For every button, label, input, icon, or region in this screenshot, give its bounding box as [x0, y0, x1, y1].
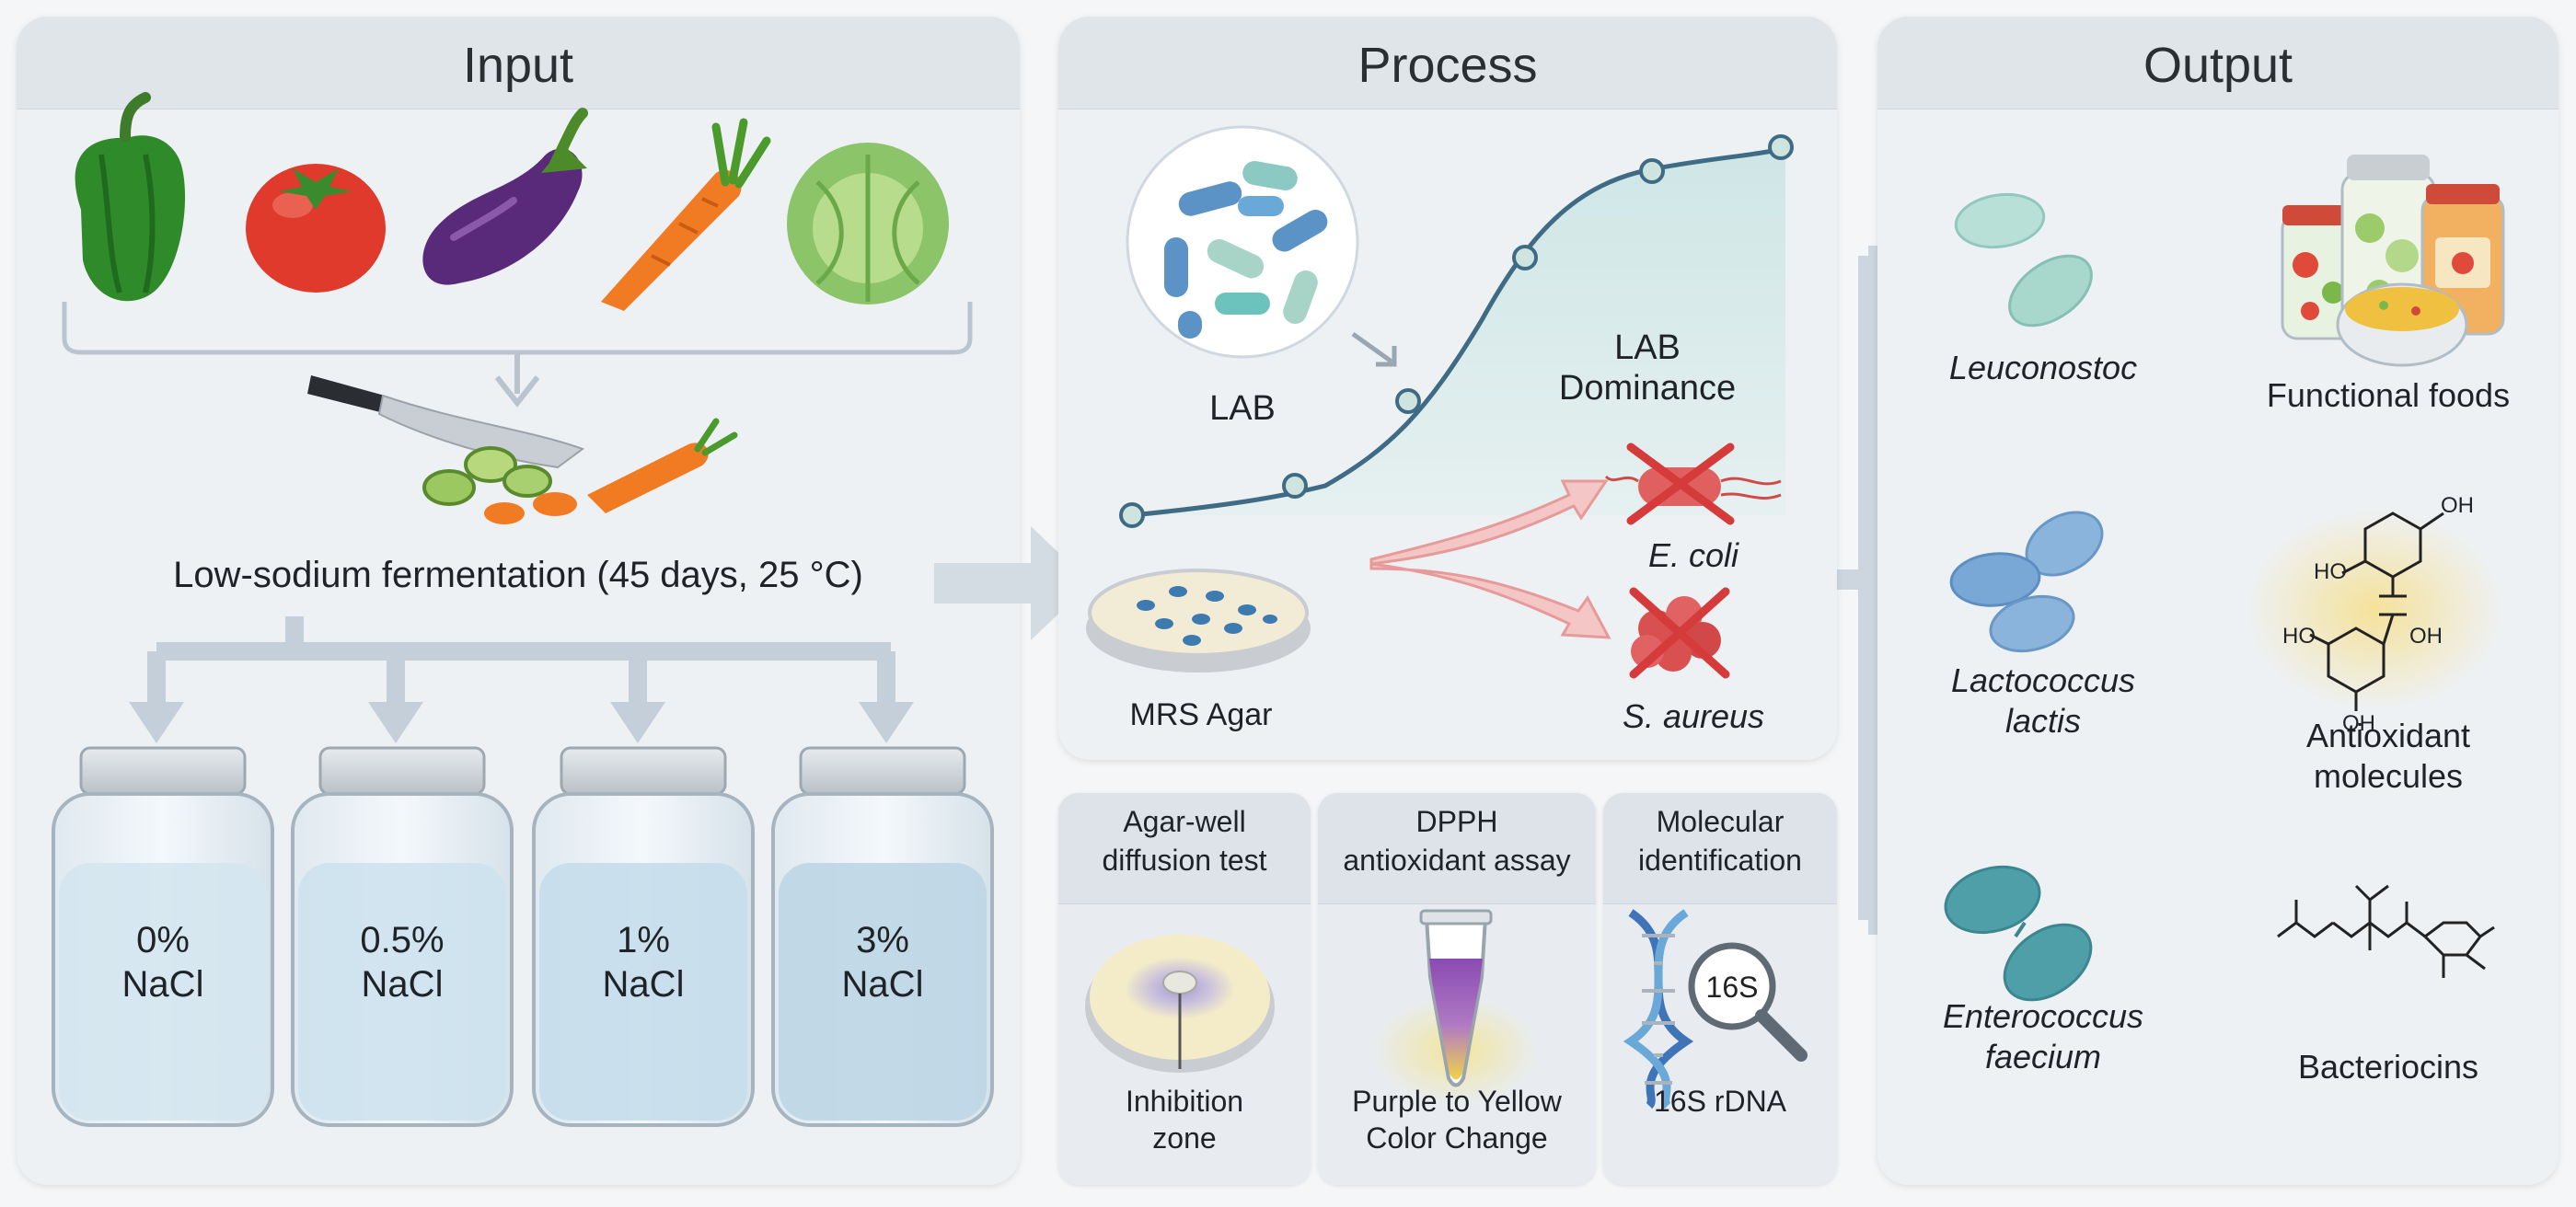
cabbage-icon — [787, 143, 949, 305]
oh-label: HO — [2314, 559, 2347, 584]
jar-salt: NaCl — [602, 964, 685, 1005]
jar-percent: 0.5% — [360, 920, 445, 960]
jar-label-1: 0.5% NaCl — [293, 918, 512, 1006]
input-panel: Input — [17, 17, 1020, 1185]
bracket-down-arrow — [494, 352, 540, 408]
leuconostoc-icon — [1954, 192, 2093, 328]
mrs-agar-dish-icon — [1086, 569, 1311, 672]
output-panel: Output — [1877, 17, 2559, 1185]
process-panel-header: Process — [1058, 17, 1837, 109]
bacterium-label-leuconostoc: Leuconostoc — [1948, 349, 2138, 386]
output-title: Output — [2143, 38, 2293, 93]
lab-arrow — [1351, 331, 1397, 367]
lab-bacteria-icon — [1126, 125, 1359, 359]
product-label-antioxidant: Antioxidant molecules — [2305, 717, 2471, 795]
oh-label: OH — [2409, 624, 2443, 649]
green-pepper-icon — [75, 92, 186, 302]
jar-salt: NaCl — [121, 964, 204, 1005]
jar-label-2: 1% NaCl — [534, 918, 753, 1006]
functional-foods-icon — [2281, 155, 2505, 367]
oh-label: HO — [2282, 624, 2316, 649]
jar-percent: 3% — [856, 920, 909, 960]
output-panel-header: Output — [1877, 17, 2559, 109]
assay-caption: 16S rDNA — [1653, 1085, 1787, 1118]
antioxidant-molecule-icon — [2246, 509, 2503, 711]
oh-label: OH — [2441, 493, 2474, 518]
carrot-icon — [601, 118, 771, 311]
input-panel-header: Input — [17, 17, 1020, 109]
bacterium-label-enterococcus: Enterococcus faecium — [1942, 997, 2144, 1075]
lab-dominance-label: LAB Dominance — [1558, 328, 1737, 408]
process-graphics — [1086, 125, 1794, 679]
e-coli-label: E. coli — [1647, 536, 1739, 574]
assay-caption: Purple to Yellow Color Change — [1352, 1085, 1562, 1155]
vegetable-bracket — [62, 302, 973, 355]
agar-well-dish-icon — [1085, 935, 1275, 1073]
assay-card-dpph: DPPH antioxidant assay Purple to Yellow … — [1318, 793, 1596, 1185]
input-graphics — [52, 92, 994, 1127]
input-title: Input — [462, 38, 574, 93]
knife-icon — [307, 375, 585, 469]
process-title: Process — [1357, 38, 1538, 93]
jar-salt: NaCl — [361, 964, 444, 1005]
output-graphics — [1944, 155, 2505, 1002]
process-panel: Process — [1058, 17, 1837, 760]
lab-label: LAB — [1209, 389, 1276, 428]
assay-card-agar-well: Agar-well diffusion test Inhibition zone — [1058, 793, 1311, 1185]
vegetable-slices-icon — [422, 418, 738, 524]
jar-percent: 0% — [136, 920, 190, 960]
product-label-bacteriocins: Bacteriocins — [2297, 1048, 2479, 1086]
jar-label-3: 3% NaCl — [773, 918, 992, 1006]
inhibition-arrows — [1369, 479, 1611, 639]
oh-label: OH — [2342, 711, 2375, 736]
test-tube-icon — [1373, 909, 1539, 1106]
s-aureus-label: S. aureus — [1622, 697, 1765, 735]
jar-1 — [291, 746, 514, 1127]
jar-branch-arrows — [147, 616, 895, 702]
s-aureus-icon — [1629, 587, 1730, 679]
lactococcus-icon — [1949, 511, 2104, 653]
jar-salt: NaCl — [841, 964, 924, 1005]
eggplant-icon — [422, 108, 588, 285]
product-label-functional-foods: Functional foods — [2266, 376, 2511, 414]
bacterium-label-lactococcus: Lactococcus lactis — [1950, 661, 2136, 740]
jar-percent: 1% — [617, 920, 670, 960]
jar-3 — [771, 746, 994, 1127]
growth-area — [1132, 147, 1785, 515]
e-coli-icon — [1604, 443, 1782, 525]
fermentation-label: Low-sodium fermentation (45 days, 25 °C) — [173, 555, 863, 595]
assay-caption: Inhibition zone — [1125, 1085, 1244, 1155]
jar-0 — [52, 746, 274, 1127]
jar-label-0: 0% NaCl — [53, 918, 272, 1006]
jar-2 — [532, 746, 755, 1127]
assay-card-molecular: Molecular identification 16S 16S rDNA — [1603, 793, 1837, 1185]
tomato-icon — [246, 164, 386, 293]
bacteriocin-structure-icon — [2277, 884, 2495, 978]
dna-magnifier-icon: 16S — [1623, 909, 1808, 1109]
enterococcus-icon — [1944, 866, 2093, 1002]
dna-badge-label: 16S — [1706, 971, 1759, 1004]
mrs-agar-label: MRS Agar — [1129, 697, 1273, 732]
